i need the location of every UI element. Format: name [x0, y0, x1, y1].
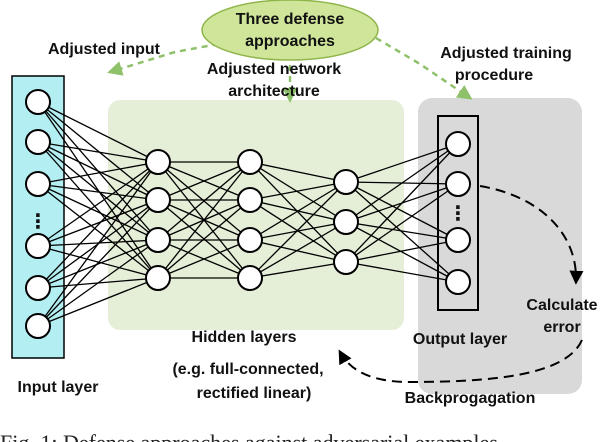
- input-layer-label: Input layer: [18, 379, 99, 396]
- output-ellipsis: ⋮: [448, 203, 468, 225]
- edge-l0: [37, 141, 159, 163]
- hidden-layers-label-1: Hidden layers: [192, 329, 297, 346]
- title-line1: Three defense: [236, 11, 345, 28]
- input-node-5: [25, 313, 51, 339]
- title-ellipse: [201, 0, 379, 61]
- edge-l1: [157, 161, 251, 201]
- output-layer-label: Output layer: [413, 331, 507, 348]
- input-node-2: [25, 171, 51, 197]
- edge-l3: [345, 143, 459, 223]
- edge-l2: [249, 161, 347, 263]
- edge-l2: [249, 221, 347, 279]
- hidden1-node-1: [145, 187, 171, 213]
- hidden3-node-2: [333, 249, 359, 275]
- hidden2-node-3: [237, 265, 263, 291]
- edge-l0: [37, 141, 159, 241]
- edge-l3: [345, 181, 459, 241]
- input-ellipsis: ⋮: [28, 211, 48, 233]
- edge-l2: [249, 181, 347, 279]
- edge-l0: [37, 277, 159, 327]
- output-panel: [418, 98, 582, 394]
- input-layer-bar: [11, 75, 65, 359]
- edge-l3: [345, 143, 459, 263]
- network-nodes: [25, 89, 471, 339]
- calculate-label-1: Calculate: [526, 297, 597, 314]
- output-node-1: [445, 171, 471, 197]
- hidden1-node-2: [145, 227, 171, 253]
- network-edges: [37, 101, 459, 327]
- output-node-3: [445, 269, 471, 295]
- edge-l2: [249, 161, 347, 183]
- edge-l0: [37, 239, 159, 327]
- hidden2-node-1: [237, 187, 263, 213]
- edge-l0: [37, 141, 159, 279]
- edge-l2: [249, 161, 347, 223]
- hidden2-node-0: [237, 149, 263, 175]
- edge-l0: [37, 161, 159, 289]
- hidden3-node-0: [333, 169, 359, 195]
- title-line2: approaches: [245, 33, 335, 50]
- edge-l3: [345, 221, 459, 283]
- edge-l2: [249, 239, 347, 263]
- edge-l0: [37, 183, 159, 279]
- adjusted-network-label-1: Adjusted network: [207, 61, 341, 78]
- edge-l0: [37, 183, 159, 201]
- input-node-4: [25, 275, 51, 301]
- edge-l2: [249, 261, 347, 279]
- edge-l3: [345, 239, 459, 263]
- hidden1-node-3: [145, 265, 171, 291]
- figure-caption: Fig. 1: Defense approaches against adver…: [0, 430, 498, 442]
- edge-l1: [157, 161, 251, 241]
- edge-l0: [37, 199, 159, 247]
- hidden-layers-label-2: (e.g. full-connected,: [172, 361, 323, 378]
- calculate-label-2: error: [543, 319, 580, 336]
- edge-l0: [37, 101, 159, 163]
- input-node-3: [25, 233, 51, 259]
- input-node-1: [25, 129, 51, 155]
- adjusted-input-label: Adjusted input: [48, 41, 161, 58]
- hidden3-node-1: [333, 209, 359, 235]
- hidden2-node-2: [237, 227, 263, 253]
- edge-l0: [37, 183, 159, 241]
- adjusted-training-label-2: procedure: [455, 67, 533, 84]
- edge-l3: [345, 221, 459, 241]
- edge-l0: [37, 161, 159, 247]
- edge-l3: [345, 183, 459, 263]
- backpropagation-arrow: [338, 339, 583, 384]
- edge-l2: [249, 181, 347, 241]
- output-node-2: [445, 227, 471, 253]
- edge-l0: [37, 199, 159, 327]
- edge-l0: [37, 245, 159, 279]
- hidden-layers-label-3: rectified linear): [197, 385, 312, 402]
- adjusted-network-label-2: architecture: [228, 83, 320, 100]
- input-node-0: [25, 89, 51, 115]
- edge-l0: [37, 239, 159, 289]
- output-layer-box: [437, 115, 479, 311]
- edge-l3: [345, 143, 459, 183]
- edge-l0: [37, 161, 159, 327]
- hidden1-node-0: [145, 149, 171, 175]
- calculate-error-arrow: [479, 185, 584, 285]
- edge-l0: [37, 161, 159, 185]
- edge-l1: [157, 239, 251, 279]
- arrow-to-training: [375, 36, 473, 100]
- edge-l1: [157, 161, 251, 279]
- output-node-0: [445, 131, 471, 157]
- adjusted-training-label-1: Adjusted training: [440, 45, 572, 62]
- edge-l1: [157, 199, 251, 279]
- edge-l3: [345, 261, 459, 283]
- edge-l2: [249, 181, 347, 201]
- edge-l2: [249, 221, 347, 241]
- hidden-layers-panel: [108, 100, 404, 330]
- edge-l3: [345, 181, 459, 283]
- backpropagation-label: Backprogagation: [405, 390, 536, 407]
